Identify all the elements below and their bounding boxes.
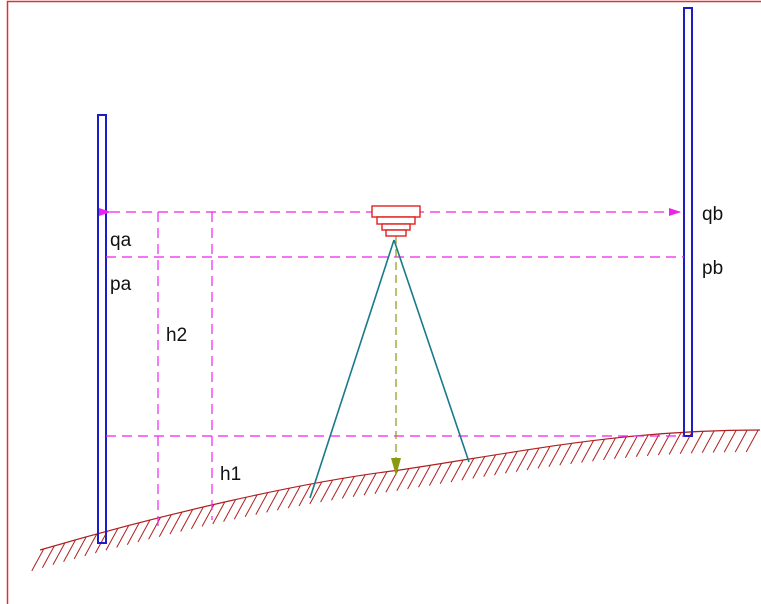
hatch-stroke — [461, 458, 475, 481]
label-qa: qa — [110, 230, 132, 251]
staff-b — [683, 7, 693, 437]
hatch-stroke — [169, 511, 183, 535]
label-pb: pb — [702, 258, 723, 279]
hatch-stroke — [624, 435, 638, 459]
hatch-stroke — [723, 429, 737, 453]
hatch-stroke — [223, 499, 237, 522]
frame-border — [6, 0, 761, 604]
hatch-stroke — [233, 496, 247, 520]
hatch-stroke — [646, 433, 660, 457]
hatch-stroke — [439, 461, 453, 485]
hatch-stroke — [450, 459, 464, 483]
hatch-stroke — [255, 492, 269, 515]
hatch-stroke — [374, 471, 388, 494]
hatch-stroke — [515, 449, 529, 472]
hatch-stroke — [73, 536, 87, 560]
hatch-stroke — [137, 519, 151, 543]
hatch-stroke — [428, 463, 442, 486]
hatch-stroke — [63, 539, 77, 563]
hatch-stroke — [472, 456, 486, 479]
hatch-stroke — [31, 548, 45, 572]
label-pa: pa — [110, 274, 132, 295]
hatch-stroke — [537, 446, 551, 469]
hatch-stroke — [320, 479, 334, 503]
hatch-stroke — [407, 466, 421, 490]
hatch-stroke — [701, 430, 715, 454]
level-instrument-icon — [371, 205, 421, 237]
tripod-leg-right — [393, 239, 470, 463]
hatch-stroke — [613, 436, 627, 460]
hatch-stroke — [341, 476, 355, 499]
hatch-stroke — [690, 430, 704, 454]
hatch-stroke — [190, 506, 204, 530]
hatch-stroke — [657, 432, 671, 456]
hatch-stroke — [483, 454, 497, 478]
hatch-stroke — [570, 441, 584, 465]
hatch-stroke — [52, 542, 66, 566]
hatch-stroke — [309, 481, 323, 505]
hatch-stroke — [504, 451, 518, 474]
hatch-stroke — [84, 533, 98, 557]
hatch-stroke — [331, 477, 344, 501]
hatch-stroke — [548, 444, 562, 468]
hatch-stroke — [418, 465, 431, 488]
hatch-stroke — [298, 483, 312, 507]
hatch-stroke — [287, 485, 301, 509]
hatch-stroke — [592, 438, 605, 462]
hatch-stroke — [494, 452, 507, 476]
hatch-stroke — [148, 517, 162, 540]
label-qb: qb — [702, 204, 723, 225]
hatch-stroke — [105, 528, 119, 551]
hatch-stroke — [635, 434, 649, 458]
hatch-stroke — [126, 522, 140, 545]
hatch-stroke — [668, 432, 682, 455]
hatch-stroke — [352, 474, 366, 498]
hatch-stroke — [180, 509, 194, 532]
hatch-stroke — [603, 437, 616, 461]
staff-a — [97, 114, 107, 544]
hatch-stroke — [266, 490, 280, 513]
ground-hatching — [31, 429, 759, 572]
hatch-stroke — [734, 429, 748, 453]
label-h1: h1 — [220, 464, 241, 485]
tripod-leg-left — [309, 239, 395, 499]
hatch-stroke — [158, 514, 172, 537]
hatch-stroke — [116, 525, 130, 548]
hatch-stroke — [581, 440, 595, 463]
hatch-stroke — [396, 468, 410, 491]
hatch-stroke — [276, 487, 290, 511]
hatch-stroke — [712, 430, 726, 453]
plumb-arrow-icon — [391, 458, 401, 476]
hatch-stroke — [363, 472, 377, 496]
hatch-stroke — [212, 501, 226, 525]
label-h2: h2 — [166, 325, 187, 346]
hatch-stroke — [244, 494, 258, 518]
hatch-stroke — [526, 447, 540, 471]
hatch-stroke — [559, 443, 573, 466]
hatch-stroke — [41, 545, 55, 569]
hatch-stroke — [745, 429, 759, 453]
